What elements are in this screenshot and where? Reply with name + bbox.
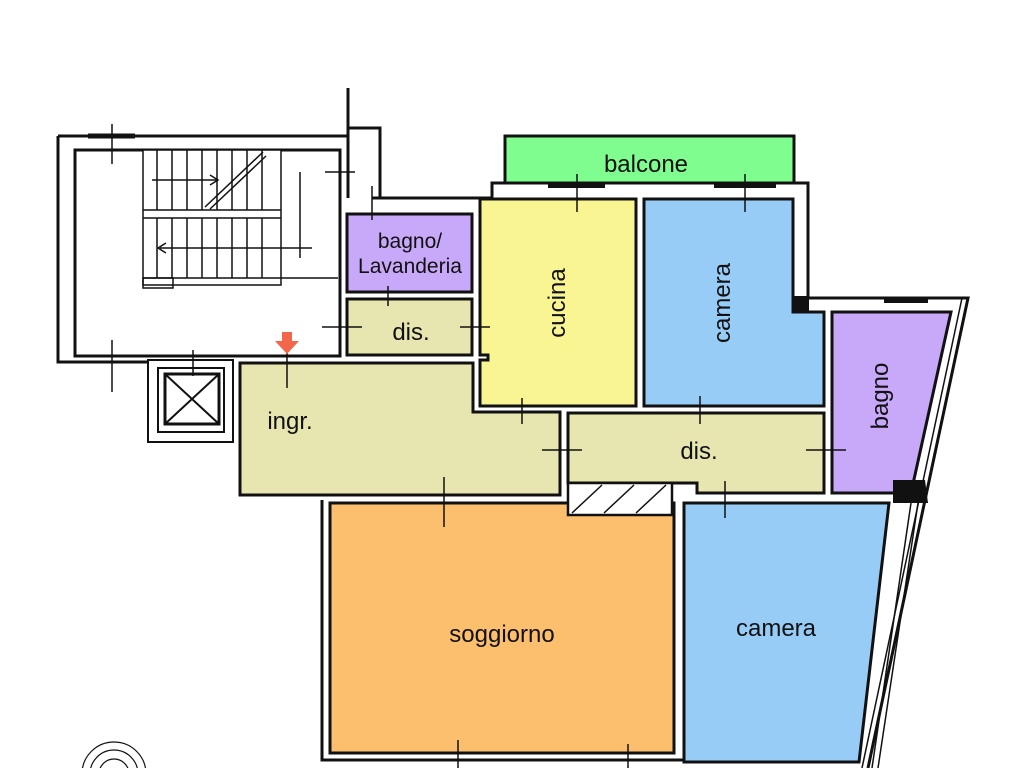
room-cucina (478, 197, 638, 408)
label-camera-top: camera (709, 262, 736, 343)
label-dis-large: dis. (680, 438, 717, 465)
closet-hatch (566, 481, 674, 517)
room-balcone (503, 134, 796, 185)
label-dis-small: dis. (392, 319, 429, 346)
label-cucina: cucina (544, 268, 571, 338)
elevator-icon (163, 372, 221, 426)
compass-icon (81, 741, 147, 768)
room-camera-top (642, 197, 826, 408)
room-ingr (238, 361, 562, 497)
label-balcone: balcone (604, 151, 688, 178)
pillar-top (793, 296, 809, 312)
label-soggiorno: soggiorno (449, 621, 554, 648)
label-ingr: ingr. (267, 408, 312, 435)
arrow-down-icon (275, 332, 299, 354)
stairwell (56, 88, 382, 364)
label-bagno-lavanderia-1: bagno/ (378, 230, 442, 253)
room-bagno-lavanderia (345, 212, 474, 294)
room-dis-small (345, 297, 474, 357)
label-bagno-lavanderia-2: Lavanderia (358, 255, 462, 278)
label-bagno: bagno (867, 363, 894, 430)
room-camera-bottom (682, 501, 891, 764)
facade-lines (861, 297, 963, 768)
tick-marks (88, 124, 928, 768)
elevator (147, 359, 234, 443)
label-camera-bottom: camera (736, 615, 817, 642)
room-soggiorno (328, 501, 676, 755)
